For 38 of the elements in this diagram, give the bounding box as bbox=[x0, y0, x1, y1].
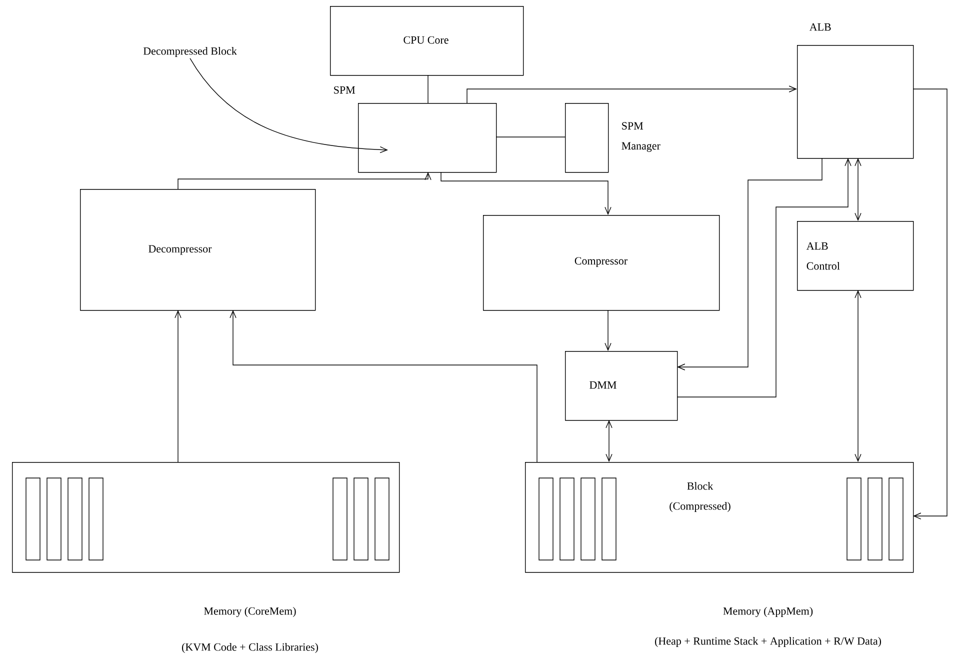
arrow bbox=[190, 58, 388, 154]
arrow bbox=[466, 86, 797, 104]
label: DMM bbox=[590, 381, 616, 389]
label: Block (Compressed) bbox=[670, 482, 730, 512]
cpu-box bbox=[330, 6, 524, 76]
node-label: Memory (CoreMem) bbox=[204, 607, 296, 617]
label: ALB Control bbox=[806, 242, 840, 270]
decompressor-box bbox=[80, 189, 316, 311]
label: Compressor bbox=[574, 257, 628, 267]
arrow bbox=[676, 158, 852, 398]
memory-box bbox=[358, 103, 497, 173]
manager-box bbox=[565, 103, 609, 173]
compressor-box bbox=[483, 215, 720, 311]
label: CPU Core bbox=[404, 36, 448, 44]
node-label: (KVM Code + Class Libraries) bbox=[182, 643, 318, 653]
node-label: Memory (AppMem) bbox=[723, 607, 813, 617]
buffer-box bbox=[797, 45, 914, 159]
control-box bbox=[797, 221, 914, 291]
arrow bbox=[174, 310, 182, 462]
node-label: (Heap + Runtime Stack + Application + R/W Data) bbox=[655, 637, 882, 647]
arrow bbox=[178, 172, 432, 190]
arrow bbox=[677, 158, 822, 370]
label: SPM bbox=[334, 86, 356, 94]
arrow bbox=[440, 172, 612, 215]
connector-line bbox=[496, 136, 566, 138]
annotation-text: Decompressed Block bbox=[143, 47, 237, 57]
label: ALB bbox=[809, 23, 831, 31]
memory-box bbox=[525, 462, 914, 573]
arrow bbox=[606, 420, 612, 462]
arrow bbox=[854, 158, 862, 221]
memory-box bbox=[12, 462, 400, 573]
manager-box bbox=[565, 351, 678, 421]
arrow bbox=[912, 88, 948, 520]
label: SPM Manager bbox=[622, 122, 660, 152]
label: Decompressor bbox=[148, 245, 212, 255]
arrow bbox=[604, 310, 612, 351]
arrow bbox=[230, 310, 538, 462]
arrow bbox=[854, 290, 862, 462]
